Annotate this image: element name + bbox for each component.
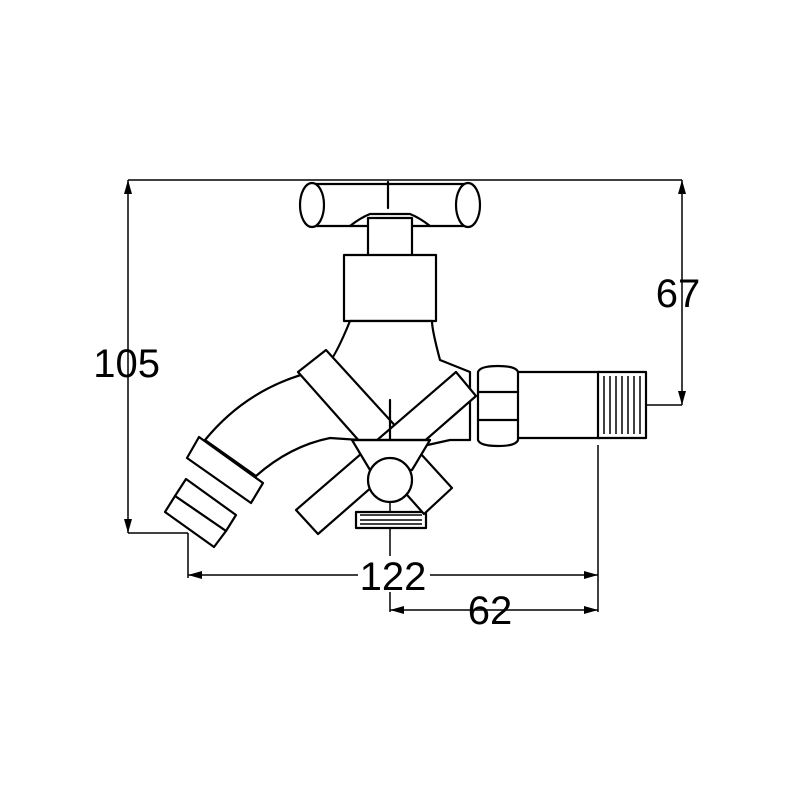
arrow-icon bbox=[584, 606, 598, 614]
faucet-body bbox=[163, 180, 648, 549]
arrow-icon bbox=[390, 606, 404, 614]
cross-handle bbox=[294, 348, 478, 536]
bottom-outlet bbox=[354, 510, 428, 530]
dimension-lines: 105 67 122 62 bbox=[93, 179, 701, 633]
overall-height-label: 105 bbox=[93, 342, 160, 386]
handle-outlet-height-label: 67 bbox=[656, 272, 701, 316]
stem bbox=[366, 216, 414, 258]
arrow-icon bbox=[188, 571, 202, 579]
arrow-icon bbox=[678, 180, 686, 194]
overall-length-label: 122 bbox=[360, 555, 427, 599]
arrow-icon bbox=[124, 519, 132, 533]
bonnet-nut bbox=[342, 253, 438, 323]
threaded-outlet bbox=[476, 364, 648, 448]
arrow-icon bbox=[678, 391, 686, 405]
arrow-icon bbox=[584, 571, 598, 579]
label-background bbox=[358, 556, 430, 592]
t-handle bbox=[298, 180, 482, 229]
center-outlet-length-label: 62 bbox=[468, 589, 513, 633]
arrow-icon bbox=[124, 180, 132, 194]
spout-nozzle bbox=[163, 435, 265, 549]
